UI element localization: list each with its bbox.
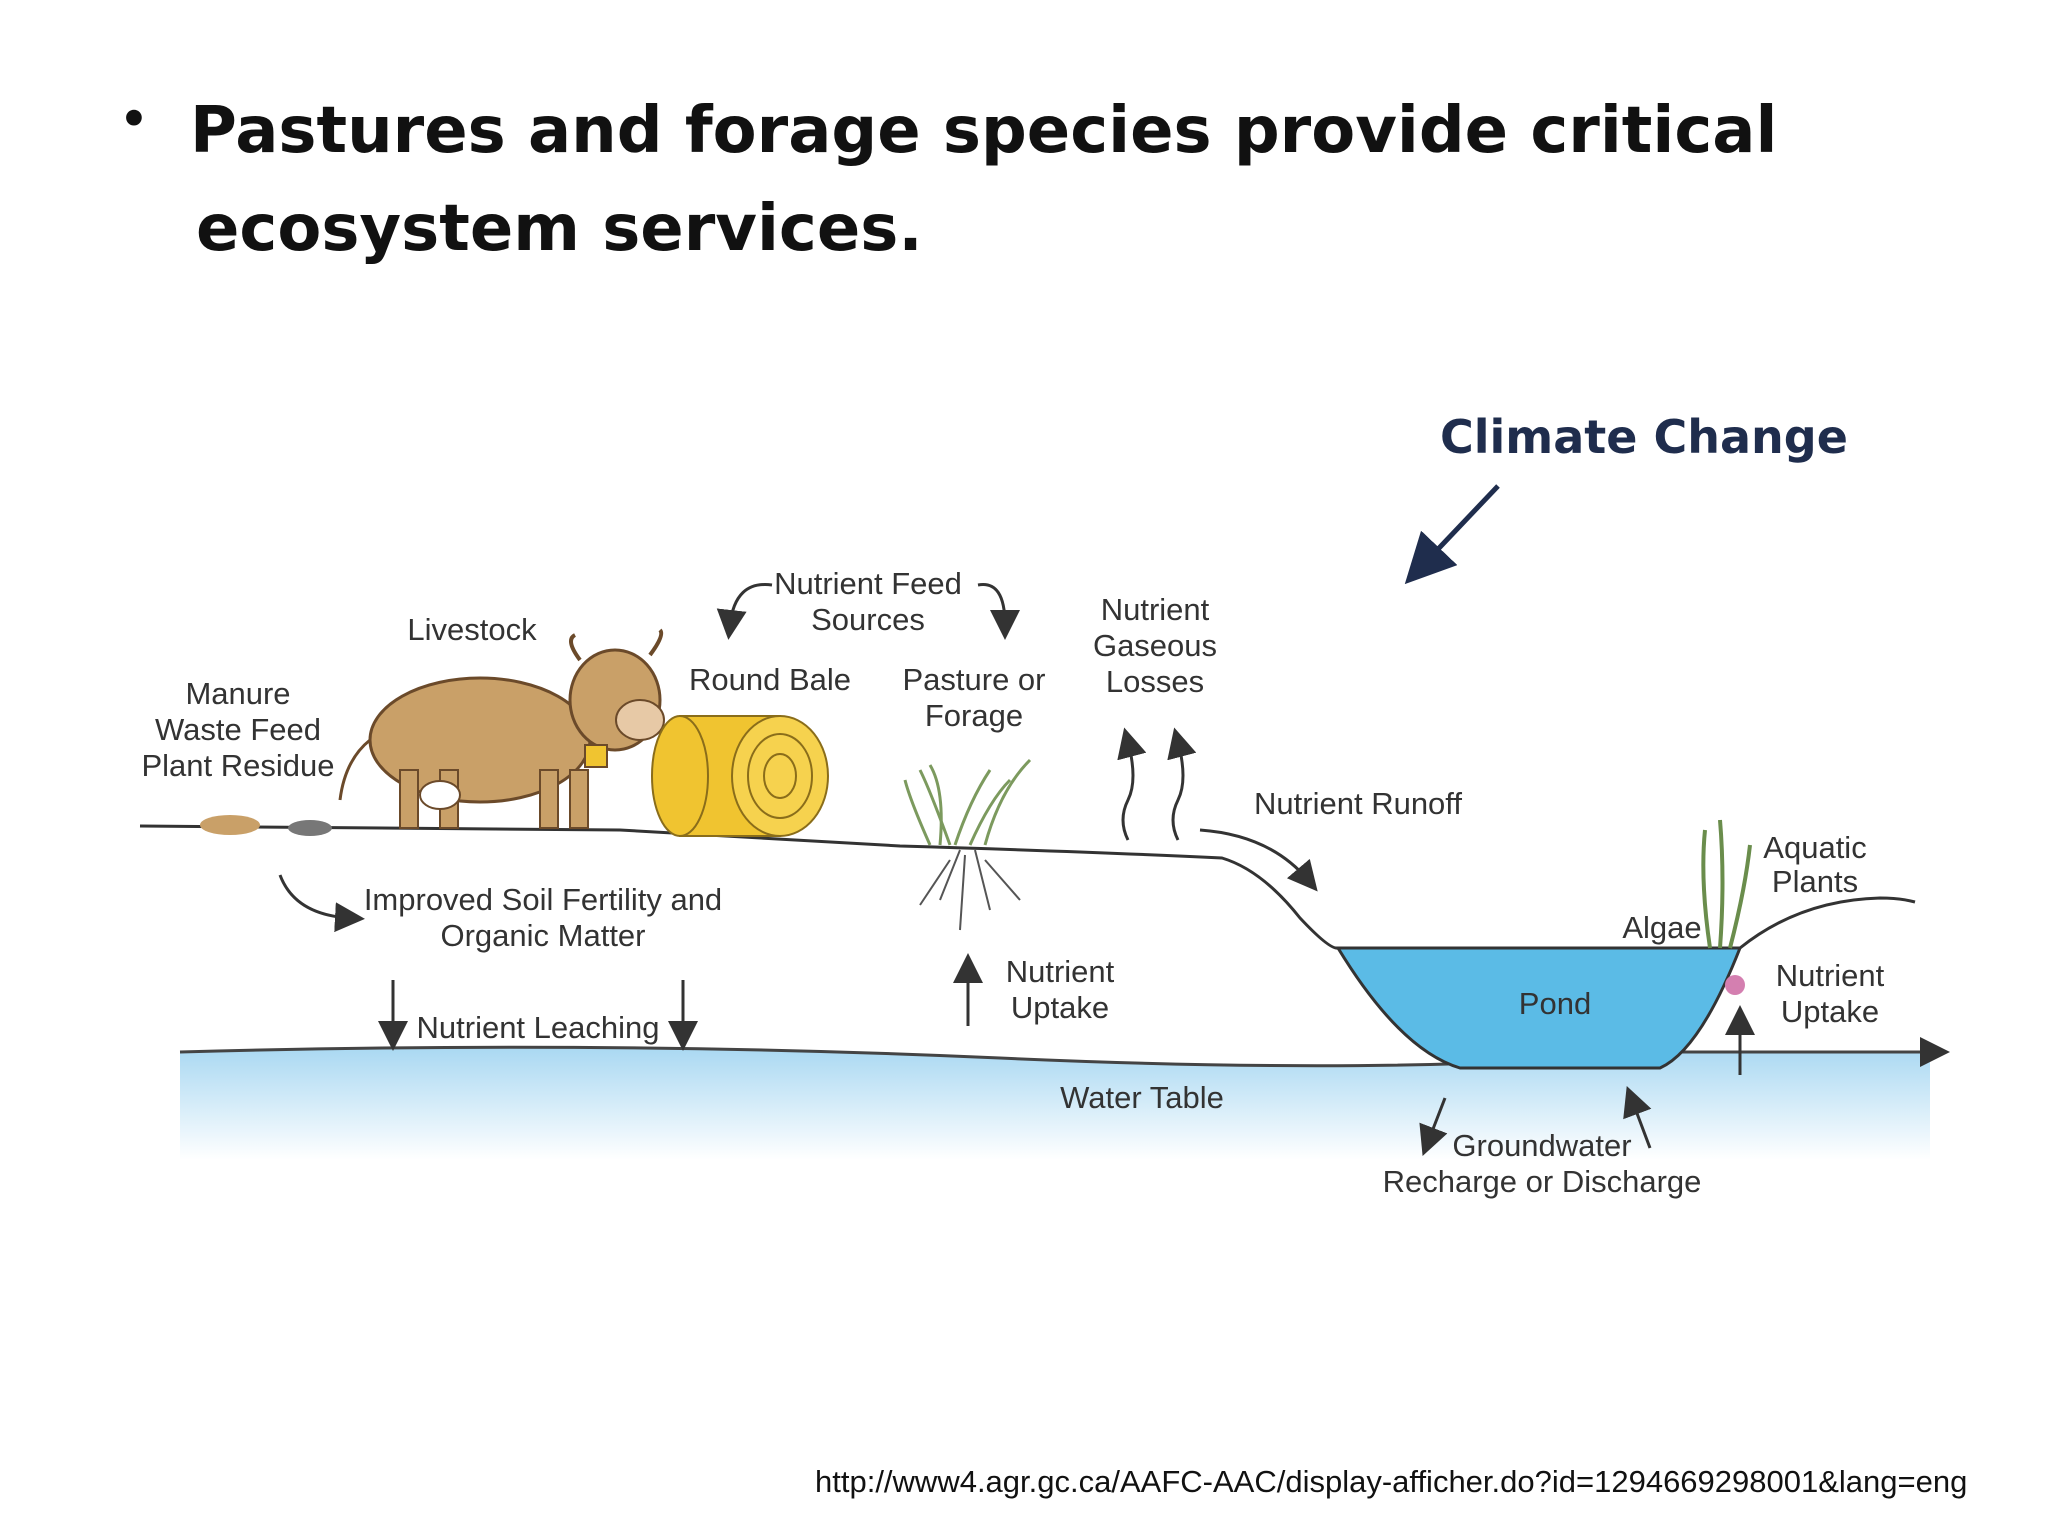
label-uptake-right: Uptake bbox=[1781, 994, 1879, 1029]
label-pond: Pond bbox=[1519, 986, 1591, 1021]
label-manure: Manure bbox=[185, 676, 290, 711]
label-nutrient-leaching: Nutrient Leaching bbox=[417, 1010, 660, 1045]
label-nutrient-feed: Nutrient Feed bbox=[774, 566, 962, 601]
climate-change-label: Climate Change bbox=[1440, 410, 1848, 464]
slide-title: Pastures and forage species provide crit… bbox=[122, 82, 1822, 278]
label-pasture: Pasture or bbox=[902, 662, 1045, 697]
title-line-2: ecosystem services. bbox=[196, 192, 923, 266]
label-gas-nutrient: Nutrient bbox=[1101, 592, 1210, 627]
label-organic-matter: Organic Matter bbox=[440, 918, 645, 953]
groundwater-arrow-left bbox=[1419, 1097, 1448, 1156]
climate-arrow bbox=[1404, 484, 1500, 585]
pond-shape bbox=[1335, 946, 1743, 1070]
label-sources: Sources bbox=[811, 602, 925, 637]
aquatic-plants-illustration bbox=[1701, 819, 1752, 949]
label-waste-feed: Waste Feed bbox=[155, 712, 321, 747]
label-groundwater: Groundwater bbox=[1452, 1128, 1631, 1163]
label-aquatic: Aquatic bbox=[1763, 830, 1866, 865]
label-nutrient-runoff: Nutrient Runoff bbox=[1254, 786, 1462, 821]
label-livestock: Livestock bbox=[407, 612, 537, 647]
runoff-arrow bbox=[1199, 828, 1318, 892]
algae-marker bbox=[1725, 975, 1745, 995]
feed-arrow-right bbox=[977, 583, 1020, 640]
label-soil-fertility: Improved Soil Fertility and bbox=[364, 882, 722, 917]
forage-grass-illustration bbox=[903, 758, 1032, 931]
label-losses: Losses bbox=[1106, 664, 1204, 699]
label-recharge: Recharge or Discharge bbox=[1383, 1164, 1702, 1199]
label-uptake-nutrient: Nutrient bbox=[1006, 954, 1115, 989]
bullet-marker: • bbox=[118, 88, 150, 151]
label-gaseous: Gaseous bbox=[1093, 628, 1217, 663]
label-uptake: Uptake bbox=[1011, 990, 1109, 1025]
label-water-table: Water Table bbox=[1060, 1080, 1224, 1115]
source-url: http://www4.agr.gc.ca/AAFC-AAC/display-a… bbox=[815, 1464, 1968, 1499]
label-round-bale: Round Bale bbox=[689, 662, 851, 697]
ground-line bbox=[139, 824, 1916, 950]
label-algae: Algae bbox=[1622, 910, 1701, 945]
label-plant-residue: Plant Residue bbox=[141, 748, 334, 783]
feed-arrow-left bbox=[716, 583, 773, 640]
manure-pile bbox=[200, 815, 260, 835]
groundwater-arrow-right bbox=[1623, 1085, 1652, 1149]
label-plants: Plants bbox=[1772, 864, 1858, 899]
title-line-1: Pastures and forage species provide crit… bbox=[190, 94, 1778, 168]
soil-arrow bbox=[278, 874, 365, 933]
gas-arrow-2 bbox=[1167, 727, 1197, 841]
round-bale-illustration bbox=[651, 715, 829, 837]
label-forage: Forage bbox=[925, 698, 1023, 733]
water-table-band bbox=[180, 1047, 1930, 1160]
cow-illustration bbox=[338, 628, 665, 829]
gas-arrow-1 bbox=[1117, 727, 1147, 841]
label-uptake-right-nutrient: Nutrient bbox=[1776, 958, 1885, 993]
